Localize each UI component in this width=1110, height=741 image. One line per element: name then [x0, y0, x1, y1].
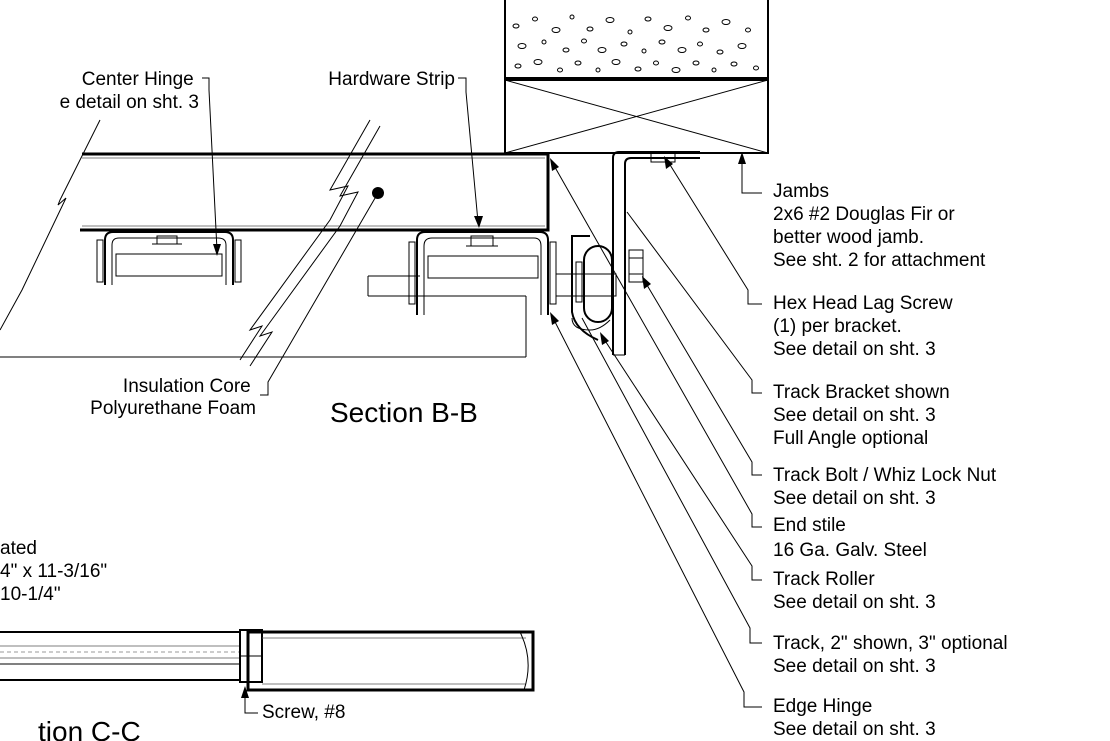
section-cc-title: tion C-C	[38, 716, 141, 741]
label-screw: Screw, #8	[262, 702, 345, 723]
label-track-bracket: Track Bracket shown See detail on sht. 3…	[773, 382, 955, 449]
section-bb-title: Section B-B	[330, 397, 478, 428]
door-panel	[0, 119, 550, 367]
label-edge-hinge: Edge Hinge See detail on sht. 3	[773, 696, 936, 740]
section-cc-fragment	[0, 629, 535, 692]
label-track: Track, 2" shown, 3" optional See detail …	[773, 633, 1013, 677]
label-track-bolt: Track Bolt / Whiz Lock Nut See detail on…	[773, 465, 1001, 509]
label-insulation-core: Insulation Core Polyurethane Foam	[90, 376, 256, 419]
concrete-header	[504, 0, 769, 79]
track	[571, 235, 611, 341]
label-corrugated: ated 4" x 11-3/16" 10-1/4"	[0, 538, 112, 605]
label-hardware-strip: Hardware Strip	[328, 69, 455, 90]
leader-lines	[202, 77, 762, 714]
edge-hinge-assembly	[408, 231, 617, 315]
center-hinge	[96, 231, 242, 285]
label-track-roller: Track Roller See detail on sht. 3	[773, 569, 936, 613]
track-bracket	[612, 151, 700, 356]
track-roller	[575, 245, 644, 323]
label-jambs: Jambs 2x6 #2 Douglas Fir or better wood …	[773, 181, 986, 271]
label-hex-head-lag-screw: Hex Head Lag Screw (1) per bracket. See …	[773, 293, 958, 360]
wood-jamb	[504, 79, 769, 154]
label-end-stile: End stile 16 Ga. Galv. Steel	[773, 515, 927, 561]
label-center-hinge: Center Hinge e detail on sht. 3	[60, 69, 199, 113]
